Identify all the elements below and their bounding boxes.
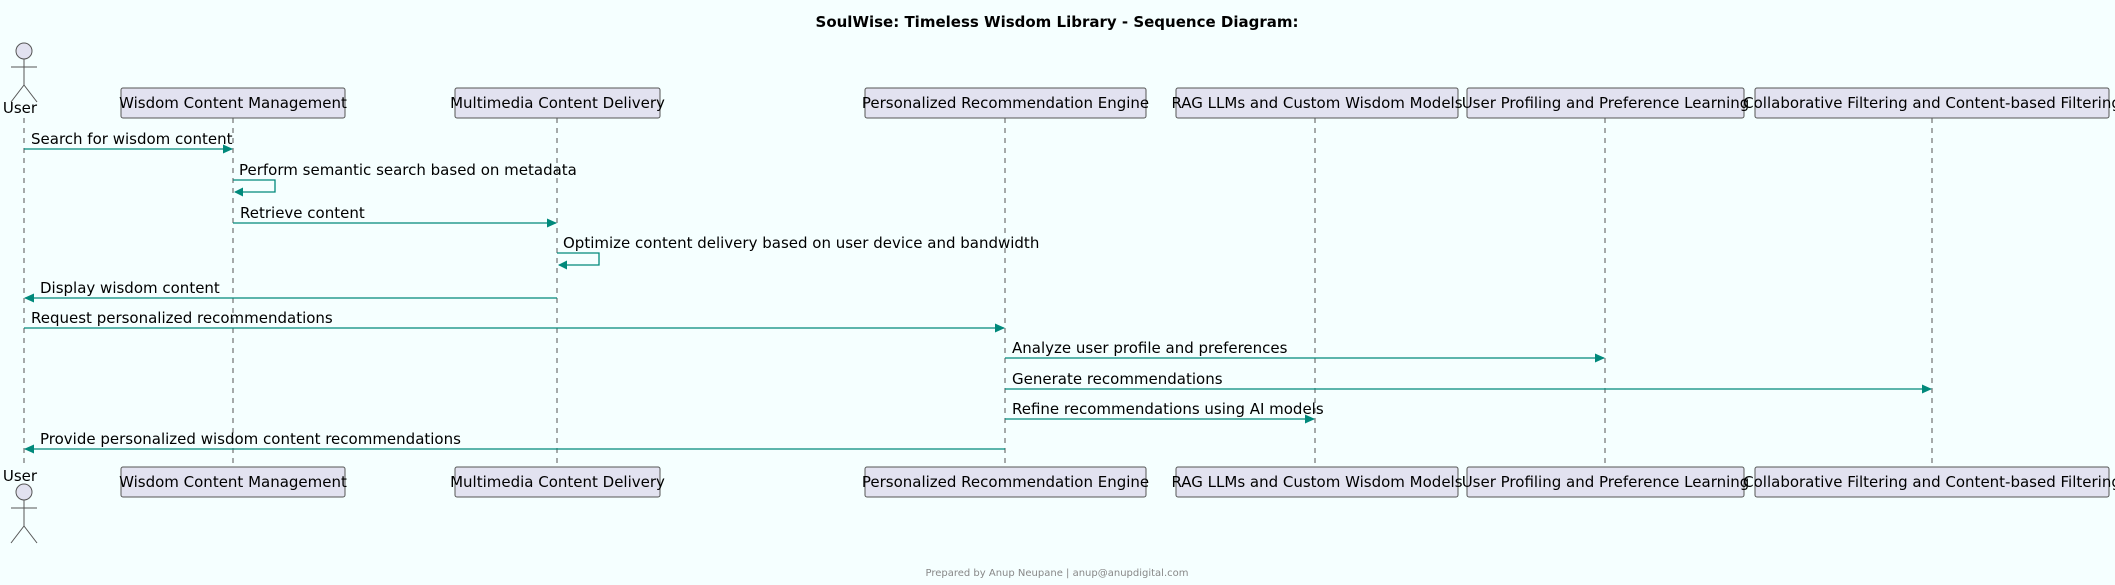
participant-box bbox=[1754, 466, 2110, 498]
participant-pre-bottom: Personalized Recommendation Engine bbox=[862, 466, 1149, 498]
participant-label: User Profiling and Preference Learning bbox=[1462, 94, 1750, 112]
participant-label: Wisdom Content Management bbox=[119, 473, 347, 491]
participant-label: RAG LLMs and Custom Wisdom Models bbox=[1171, 473, 1462, 491]
message-9: Refine recommendations using AI models bbox=[1005, 400, 1324, 424]
actor-right-leg bbox=[23, 525, 38, 544]
actor-user-label-top: User bbox=[3, 99, 38, 117]
actor-left-leg bbox=[10, 525, 25, 544]
participant-label: Collaborative Filtering and Content-base… bbox=[1743, 473, 2115, 491]
message-1: Search for wisdom content bbox=[24, 130, 233, 154]
participant-box bbox=[1466, 87, 1745, 119]
arrowhead bbox=[1595, 353, 1605, 363]
participant-label: Multimedia Content Delivery bbox=[450, 94, 665, 112]
message-8: Generate recommendations bbox=[1005, 370, 1932, 394]
participant-label: Personalized Recommendation Engine bbox=[862, 94, 1149, 112]
actor-head bbox=[15, 483, 33, 501]
participant-label: Personalized Recommendation Engine bbox=[862, 473, 1149, 491]
message-label: Generate recommendations bbox=[1012, 370, 1223, 388]
lifelines bbox=[23, 118, 1933, 467]
participant-box bbox=[1466, 466, 1745, 498]
message-label: Display wisdom content bbox=[40, 279, 220, 297]
participant-box bbox=[120, 466, 346, 498]
participant-label: Wisdom Content Management bbox=[119, 94, 347, 112]
participant-wcm-top: Wisdom Content Management bbox=[119, 87, 347, 119]
arrowhead bbox=[24, 293, 34, 303]
participant-label: Multimedia Content Delivery bbox=[450, 473, 665, 491]
participant-cf-top: Collaborative Filtering and Content-base… bbox=[1743, 87, 2115, 119]
participant-mcd-top: Multimedia Content Delivery bbox=[450, 87, 665, 119]
arrowhead bbox=[995, 323, 1005, 333]
message-label: Retrieve content bbox=[240, 204, 365, 222]
message-3: Retrieve content bbox=[233, 204, 557, 228]
self-message-arrow bbox=[557, 252, 600, 266]
participant-upl-bottom: User Profiling and Preference Learning bbox=[1462, 466, 1750, 498]
actor-user-top bbox=[10, 42, 38, 103]
self-message-arrow bbox=[233, 179, 276, 193]
message-4: Optimize content delivery based on user … bbox=[557, 234, 1039, 270]
participant-box bbox=[454, 466, 661, 498]
participant-box bbox=[1754, 87, 2110, 119]
participant-box bbox=[1175, 87, 1459, 119]
message-label: Request personalized recommendations bbox=[31, 309, 333, 327]
arrowhead bbox=[223, 144, 233, 154]
participant-cf-bottom: Collaborative Filtering and Content-base… bbox=[1743, 466, 2115, 498]
participant-label: Collaborative Filtering and Content-base… bbox=[1743, 94, 2115, 112]
participant-box bbox=[864, 87, 1147, 119]
participant-pre-top: Personalized Recommendation Engine bbox=[862, 87, 1149, 119]
actor-user-label-bottom: User bbox=[3, 467, 38, 485]
diagram-title: SoulWise: Timeless Wisdom Library - Sequ… bbox=[816, 13, 1299, 31]
participant-label: User Profiling and Preference Learning bbox=[1462, 473, 1750, 491]
message-5: Display wisdom content bbox=[24, 279, 557, 303]
message-label: Analyze user profile and preferences bbox=[1012, 339, 1288, 357]
participant-box bbox=[1175, 466, 1459, 498]
arrowhead bbox=[558, 260, 567, 270]
message-10: Provide personalized wisdom content reco… bbox=[24, 430, 1005, 454]
message-label: Perform semantic search based on metadat… bbox=[239, 161, 577, 179]
arrowhead bbox=[234, 187, 243, 197]
message-2: Perform semantic search based on metadat… bbox=[233, 161, 577, 197]
participant-box bbox=[120, 87, 346, 119]
message-6: Request personalized recommendations bbox=[24, 309, 1005, 333]
arrowhead bbox=[1305, 414, 1315, 424]
actor-user-bottom bbox=[10, 483, 38, 544]
participant-box bbox=[864, 466, 1147, 498]
arrowhead bbox=[24, 444, 34, 454]
participant-mcd-bottom: Multimedia Content Delivery bbox=[450, 466, 665, 498]
participant-label: RAG LLMs and Custom Wisdom Models bbox=[1171, 94, 1462, 112]
actor-left-leg bbox=[10, 84, 25, 103]
message-label: Optimize content delivery based on user … bbox=[563, 234, 1039, 252]
message-7: Analyze user profile and preferences bbox=[1005, 339, 1605, 363]
message-label: Search for wisdom content bbox=[31, 130, 233, 148]
actor-head bbox=[15, 42, 33, 60]
participant-box bbox=[454, 87, 661, 119]
participant-rag-top: RAG LLMs and Custom Wisdom Models bbox=[1171, 87, 1463, 119]
message-label: Refine recommendations using AI models bbox=[1012, 400, 1324, 418]
arrowhead bbox=[547, 218, 557, 228]
participant-upl-top: User Profiling and Preference Learning bbox=[1462, 87, 1750, 119]
participant-wcm-bottom: Wisdom Content Management bbox=[119, 466, 347, 498]
arrowhead bbox=[1922, 384, 1932, 394]
message-label: Provide personalized wisdom content reco… bbox=[40, 430, 461, 448]
footer-credit: Prepared by Anup Neupane | anup@anupdigi… bbox=[925, 568, 1188, 579]
participant-rag-bottom: RAG LLMs and Custom Wisdom Models bbox=[1171, 466, 1463, 498]
actor-right-leg bbox=[23, 84, 38, 103]
